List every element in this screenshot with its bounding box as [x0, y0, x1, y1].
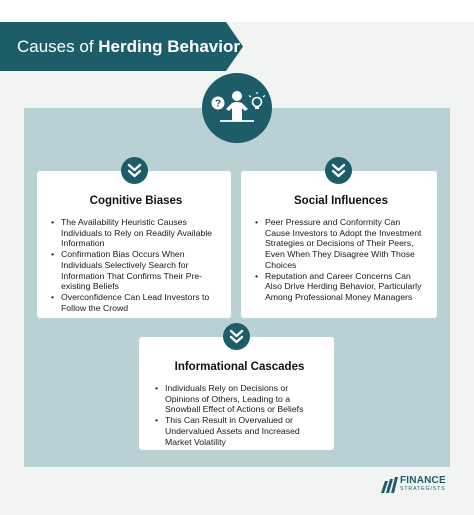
- card-heading: Informational Cascades: [174, 361, 305, 373]
- page-title: Causes of Herding Behavior: [0, 22, 243, 71]
- person-with-question-and-idea-icon: ?: [202, 73, 272, 143]
- double-chevron-down-icon: [121, 157, 148, 184]
- bullet-list: The Availability Heuristic Causes Indivi…: [51, 217, 221, 313]
- list-item: The Availability Heuristic Causes Indivi…: [51, 217, 221, 249]
- card-heading: Cognitive Biases: [89, 195, 183, 207]
- list-item: Confirmation Bias Occurs When Individual…: [51, 249, 221, 292]
- double-chevron-down-icon: [223, 323, 250, 350]
- title-prefix: Causes of: [17, 37, 99, 56]
- logo-subtitle: STRATEGISTS: [400, 486, 446, 492]
- bullet-list: Peer Pressure and Conformity Can Cause I…: [255, 217, 427, 303]
- card-informational-cascades: Informational Cascades Individuals Rely …: [139, 337, 334, 450]
- bullet-list: Individuals Rely on Decisions or Opinion…: [155, 383, 324, 447]
- card-heading: Social Influences: [294, 195, 388, 207]
- list-item: This Can Result in Overvalued or Underva…: [155, 415, 324, 447]
- list-item: Peer Pressure and Conformity Can Cause I…: [255, 217, 427, 271]
- card-social-influences: Social Influences Peer Pressure and Conf…: [241, 171, 437, 318]
- card-cognitive-biases: Cognitive Biases The Availability Heuris…: [37, 171, 231, 318]
- list-item: Overconfidence Can Lead Investors to Fol…: [51, 292, 221, 313]
- title-bold: Herding Behavior: [98, 37, 240, 56]
- logo-name: FINANCE: [400, 475, 446, 486]
- logo-mark-icon: [381, 477, 398, 493]
- double-chevron-down-icon: [325, 157, 352, 184]
- svg-text:?: ?: [215, 99, 221, 110]
- finance-strategists-logo: FINANCE STRATEGISTS: [380, 476, 454, 494]
- list-item: Reputation and Career Concerns Can Also …: [255, 271, 427, 303]
- list-item: Individuals Rely on Decisions or Opinion…: [155, 383, 324, 415]
